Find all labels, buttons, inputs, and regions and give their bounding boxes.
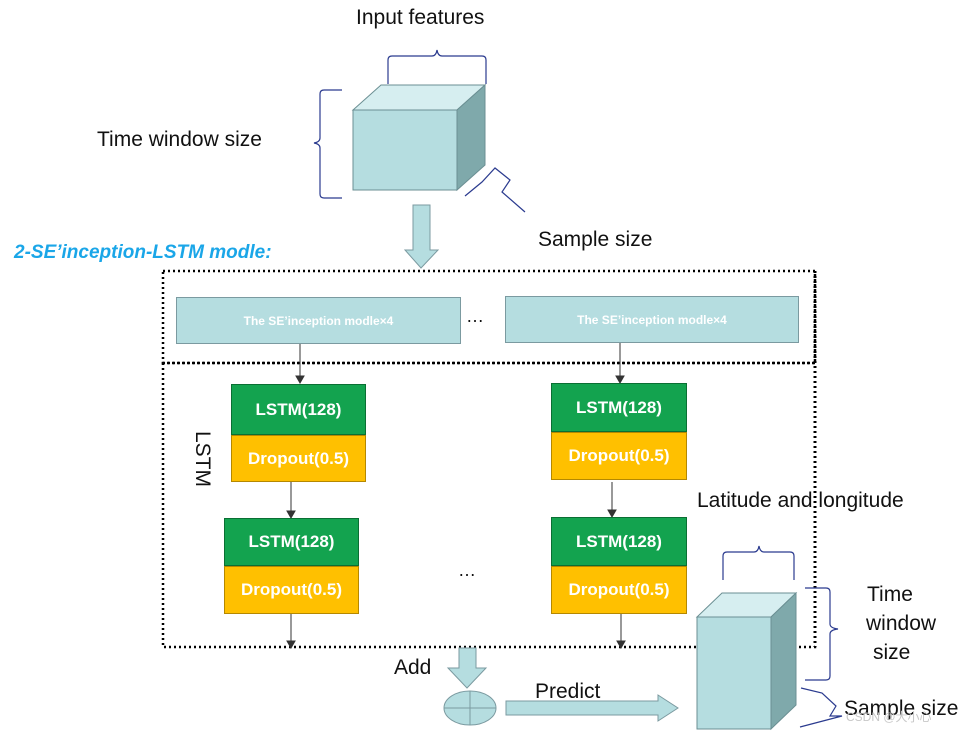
- ellipsis-mid: …: [458, 560, 476, 580]
- model-title: 2-SE’inception-LSTM modle:: [14, 242, 272, 263]
- sample-size-right-brace: [799, 687, 843, 728]
- dropout-layer-4: Dropout(0.5): [551, 566, 687, 614]
- lat-lon-brace: [722, 545, 795, 580]
- dropout-layer-2: Dropout(0.5): [224, 566, 359, 614]
- time-window-right-label-2: window: [866, 612, 937, 635]
- predict-arrow: [505, 694, 679, 722]
- se-inception-block-right: The SE’inception modle×4: [505, 296, 799, 343]
- dropout-layer-1: Dropout(0.5): [231, 435, 366, 482]
- dropout-layer-3: Dropout(0.5): [551, 432, 687, 480]
- lat-lon-label: Latitude and longitude: [697, 489, 904, 512]
- lstm-layer-3: LSTM(128): [551, 383, 687, 432]
- time-window-size-label: Time window size: [97, 128, 262, 151]
- predict-label: Predict: [535, 680, 601, 703]
- ellipsis-top: …: [466, 306, 484, 326]
- add-down-arrow: [446, 647, 488, 689]
- sample-size-label: Sample size: [538, 228, 653, 251]
- time-window-right-label-1: Time: [867, 583, 913, 606]
- sample-size-right-label: Sample size: [844, 697, 959, 720]
- lstm-layer-2: LSTM(128): [224, 518, 359, 566]
- watermark: CSDN @大小心: [846, 710, 932, 724]
- lstm-dotted-box: [161, 361, 817, 649]
- lstm-layer-4: LSTM(128): [551, 517, 687, 566]
- sample-size-brace: [464, 167, 526, 213]
- time-window-right-label-3: size: [873, 641, 911, 664]
- output-cube: [695, 591, 798, 731]
- add-ellipse: [443, 690, 497, 726]
- input-features-brace: [387, 49, 487, 84]
- input-cube: [351, 83, 487, 192]
- add-label: Add: [394, 656, 432, 679]
- input-features-label: Input features: [356, 6, 485, 29]
- lstm-vertical-label: LSTM: [191, 430, 215, 488]
- lstm-layer-1: LSTM(128): [231, 384, 366, 435]
- se-inception-block-left: The SE’inception modle×4: [176, 297, 461, 344]
- connector-arrows: [286, 342, 626, 650]
- time-window-right-brace: [805, 587, 839, 681]
- time-window-brace: [313, 89, 342, 199]
- input-down-arrow: [403, 204, 440, 269]
